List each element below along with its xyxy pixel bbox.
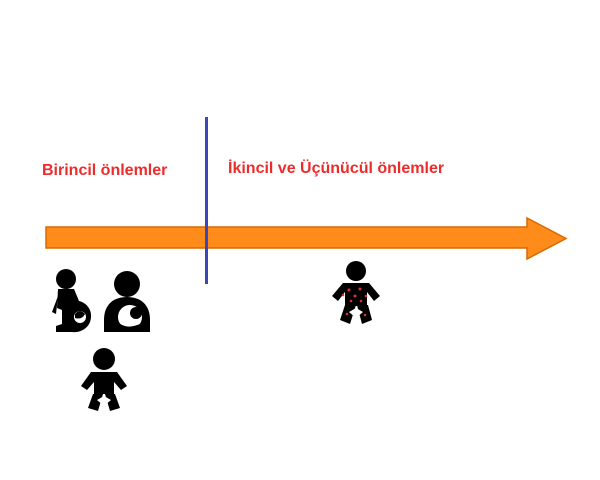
timeline-arrow bbox=[45, 216, 568, 261]
phase-divider-line bbox=[205, 117, 208, 284]
pregnant-woman-icon bbox=[52, 269, 92, 333]
baby-with-rash-icon bbox=[332, 261, 380, 324]
baby-icon bbox=[81, 348, 127, 411]
primary-prevention-label: Birincil önlemler bbox=[42, 162, 168, 179]
secondary-tertiary-prevention-label: İkincil ve Üçünücül önlemler bbox=[228, 160, 445, 177]
mother-nursing-baby-icon bbox=[104, 271, 150, 332]
